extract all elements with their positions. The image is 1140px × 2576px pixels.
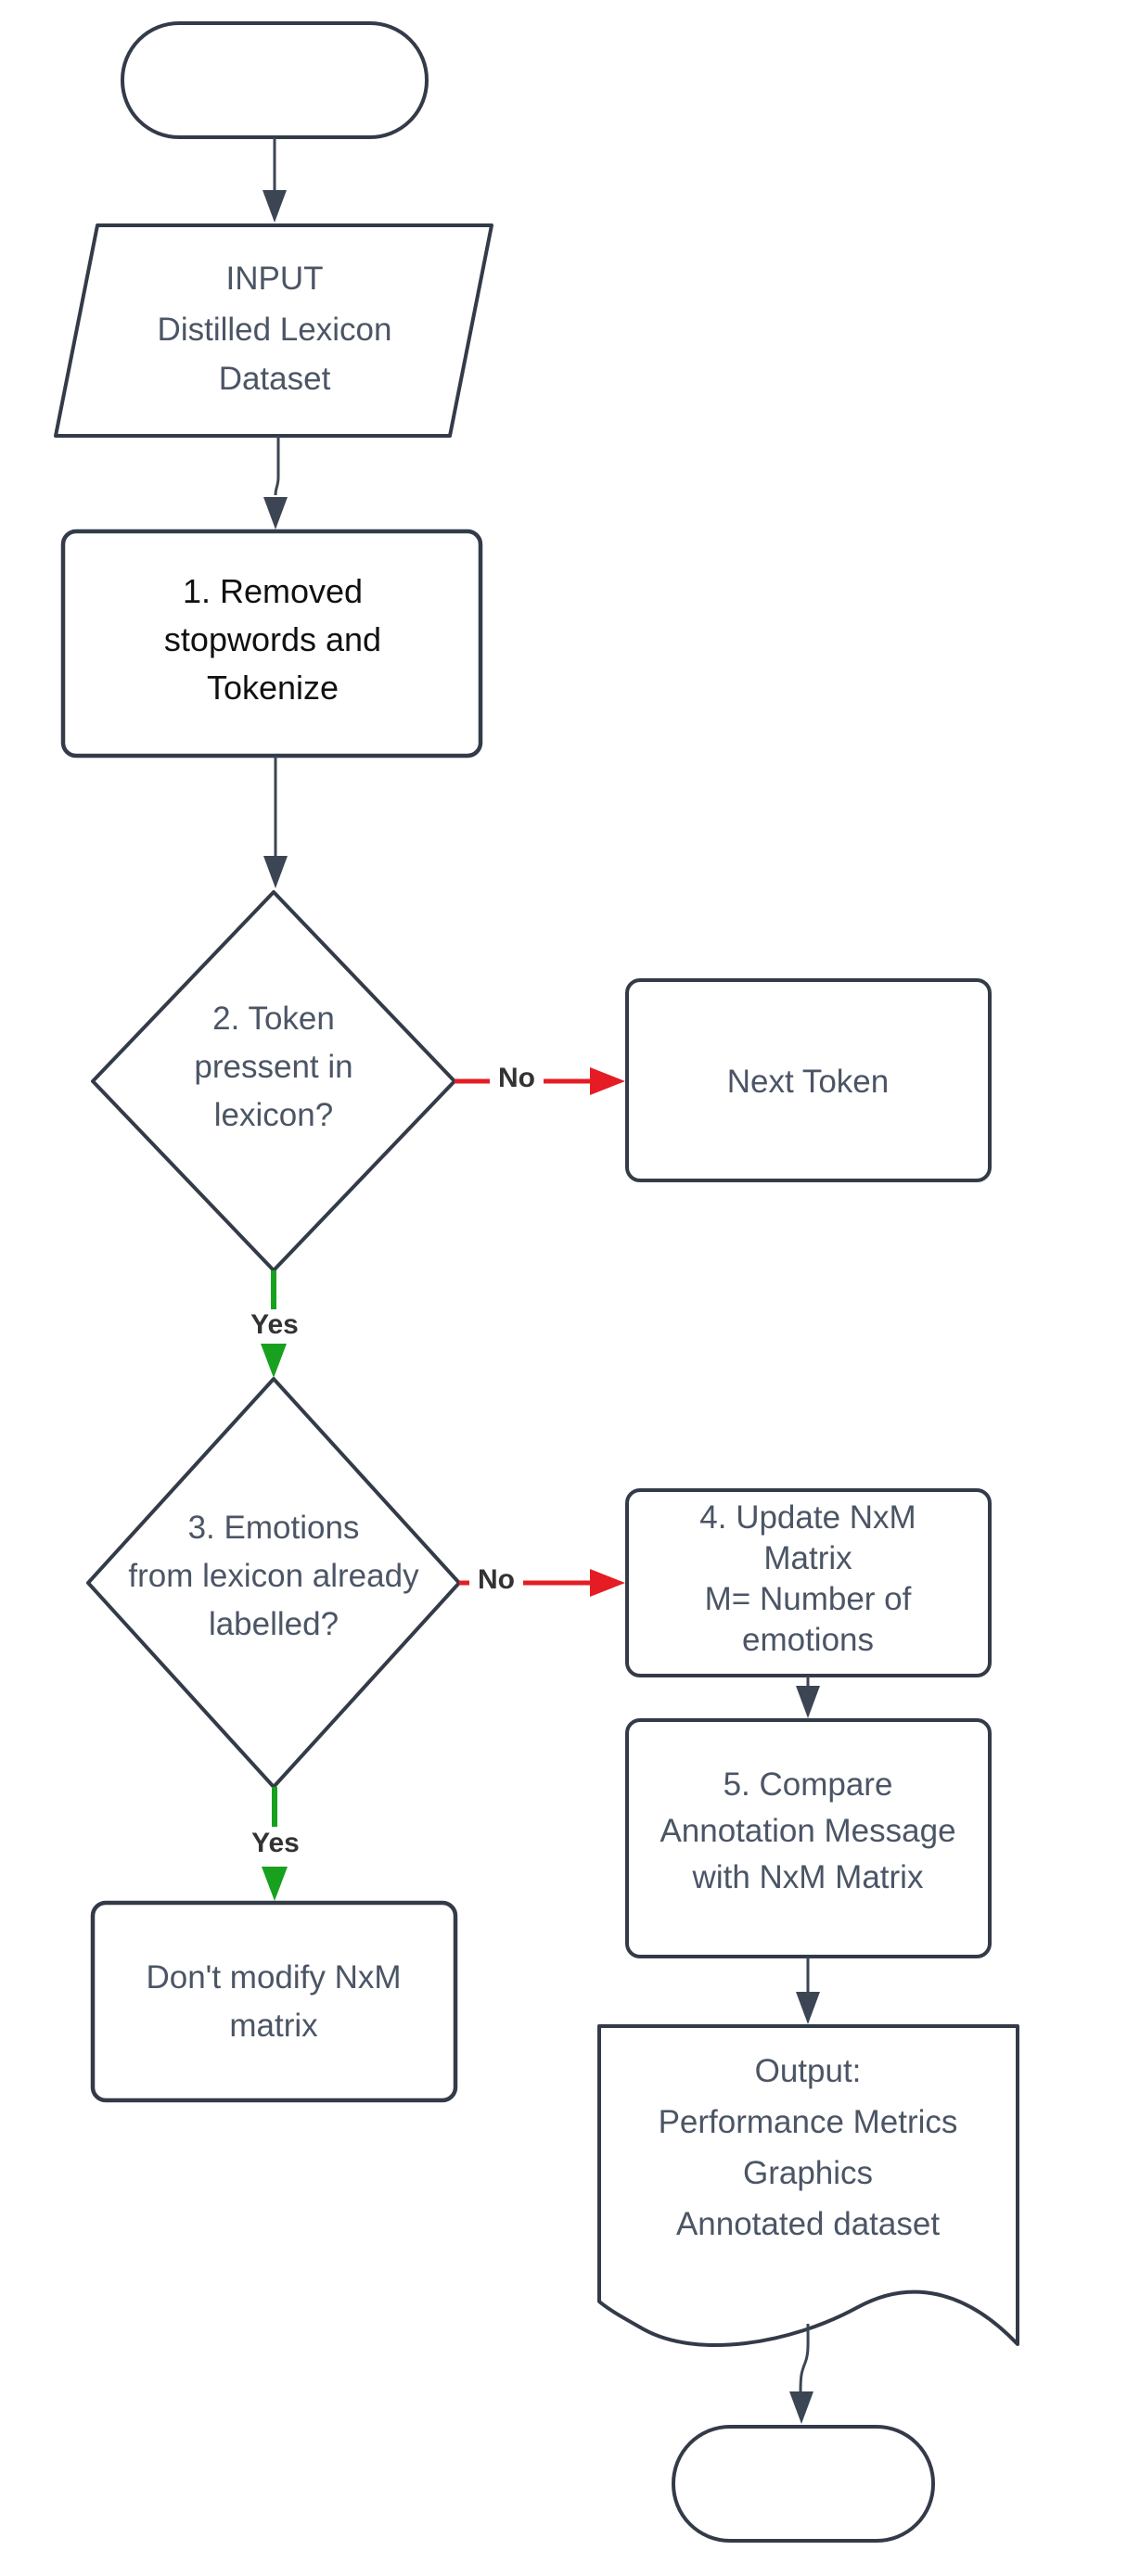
edge-decision2-yes-label: Yes — [250, 1309, 299, 1340]
edge-start-to-input — [263, 137, 287, 223]
output-text-line2: Performance Metrics — [659, 2104, 958, 2140]
step1-shape — [60, 529, 483, 759]
edge-input-to-step1-line — [274, 436, 280, 496]
edge-decision2-yes-arrowhead — [261, 1344, 287, 1378]
decision3-text-line1: 3. Emotions — [188, 1510, 360, 1546]
decision2-text-line1: 2. Token — [212, 1001, 335, 1037]
node-step1-process: 1. Removed stopwords and Tokenize — [60, 529, 483, 759]
edge-output-to-end — [789, 2323, 813, 2424]
output-text-line3: Graphics — [743, 2155, 873, 2191]
edge-step4-to-step5 — [796, 1676, 820, 1718]
start-terminator-shape — [121, 21, 429, 139]
output-text-line1: Output: — [755, 2053, 862, 2089]
node-input-parallelogram: INPUT Distilled Lexicon Dataset — [54, 223, 493, 438]
edge-decision3-yes-label: Yes — [251, 1828, 300, 1858]
edge-step5-to-output — [796, 1957, 820, 2024]
node-start-terminator — [121, 21, 429, 139]
output-document-shape — [597, 2024, 1019, 2348]
edge-input-to-step1-arrowhead — [263, 497, 288, 529]
edge-step1-to-decision2 — [263, 756, 288, 888]
edge-decision3-no-label-bg — [469, 1559, 523, 1592]
node-decision3-diamond: 3. Emotions from lexicon already labelle… — [86, 1377, 461, 1789]
node-step4-process: 4. Update NxM Matrix M= Number of emotio… — [625, 1488, 992, 1677]
next-token-shape — [625, 978, 992, 1182]
node-output-document: Output: Performance Metrics Graphics Ann… — [597, 2024, 1019, 2348]
step1-text-line1: 1. Removed — [183, 572, 363, 610]
step4-text-line1: 4. Update NxM — [699, 1499, 916, 1536]
edge-decision3-no-label: No — [478, 1564, 515, 1595]
node-step5-process: 5. Compare Annotation Message with NxM M… — [625, 1718, 992, 1958]
edge-input-to-step1 — [263, 436, 288, 529]
edge-start-to-input-arrowhead — [263, 190, 287, 223]
decision3-text-line3: labelled? — [209, 1606, 339, 1642]
step4-text-line4: emotions — [742, 1622, 874, 1658]
step5-text-line1: 5. Compare — [724, 1766, 893, 1803]
step5-text-line2: Annotation Message — [660, 1813, 955, 1849]
edge-decision3-yes-arrowhead — [262, 1867, 288, 1901]
edge-step4-to-step5-arrowhead — [796, 1686, 820, 1718]
edge-decision2-no-arrowhead — [590, 1067, 625, 1095]
node-decision2-diamond: 2. Token pressent in lexicon? — [91, 890, 456, 1272]
step5-text-line3: with NxM Matrix — [692, 1859, 924, 1895]
edge-decision3-no: No — [459, 1559, 625, 1597]
input-text-line3: Dataset — [219, 361, 331, 397]
edge-decision2-no-label-bg — [490, 1057, 544, 1090]
edge-decision3-yes: Yes — [251, 1787, 300, 1901]
decision2-text-line2: pressent in — [194, 1049, 352, 1085]
edge-step1-to-decision2-arrowhead — [263, 856, 288, 888]
node-next-token-process: Next Token — [625, 978, 992, 1182]
decision2-text-line3: lexicon? — [214, 1097, 333, 1133]
input-parallelogram-shape — [54, 223, 493, 438]
dont-modify-shape — [90, 1900, 458, 2103]
input-text-line1: INPUT — [226, 261, 324, 297]
step4-text-line3: M= Number of — [705, 1581, 912, 1617]
dont-modify-text-line1: Don't modify NxM — [146, 1959, 401, 1996]
step1-text-line2: stopwords and — [164, 620, 381, 658]
edge-output-to-end-arrowhead — [789, 2391, 813, 2424]
input-text-line2: Distilled Lexicon — [158, 312, 392, 348]
decision3-text-line2: from lexicon already — [128, 1558, 419, 1594]
edge-output-to-end-line — [799, 2323, 810, 2393]
next-token-text: Next Token — [727, 1064, 889, 1100]
edge-decision2-no-label: No — [498, 1063, 535, 1093]
end-terminator-shape — [672, 2425, 935, 2543]
step4-text-line2: Matrix — [763, 1540, 852, 1576]
dont-modify-text-line2: matrix — [229, 2008, 318, 2044]
node-dont-modify-process: Don't modify NxM matrix — [90, 1900, 458, 2103]
edge-decision2-no: No — [455, 1057, 625, 1095]
step1-text-line3: Tokenize — [207, 669, 339, 707]
output-text-line4: Annotated dataset — [676, 2206, 940, 2242]
node-end-terminator — [672, 2425, 935, 2543]
edge-step5-to-output-arrowhead — [796, 1992, 820, 2024]
edge-decision3-no-arrowhead — [590, 1569, 625, 1597]
edge-decision2-yes: Yes — [250, 1270, 299, 1378]
